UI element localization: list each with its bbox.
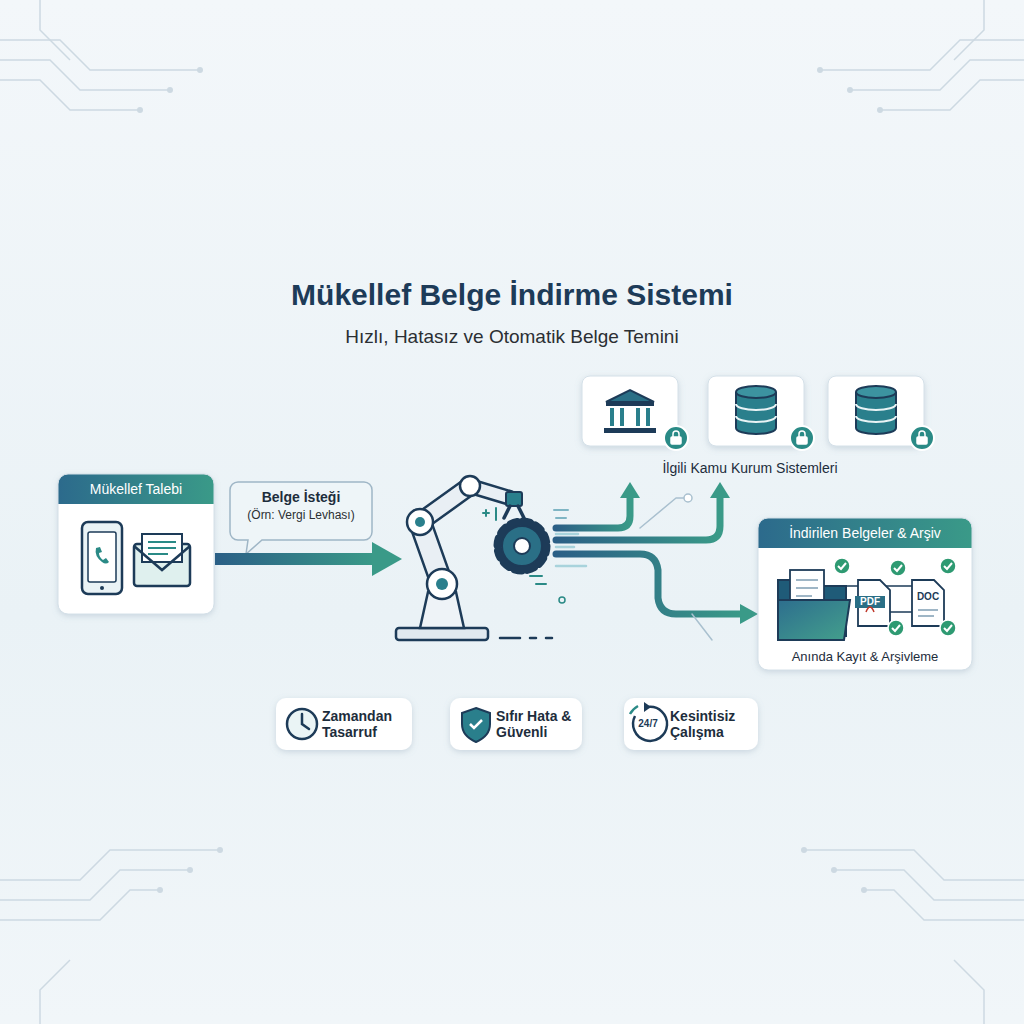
- file-type: DOC: [913, 591, 943, 603]
- archive-box: İndirilen Belgeler & ArşivAnında Kayıt &…: [758, 518, 972, 670]
- robot-arm: [396, 476, 568, 640]
- box-header: Mükellef Talebi: [64, 481, 208, 498]
- icon-label: 24/7: [630, 718, 666, 730]
- feature-pill: Zamandan Tasarruf: [276, 698, 412, 750]
- public-systems: [582, 376, 934, 450]
- feature-text: Kesintisiz Çalışma: [670, 708, 754, 740]
- feature-pills: [276, 698, 758, 750]
- box-caption: Anında Kayıt & Arşivleme: [764, 649, 966, 665]
- speech-bubble: Belge İsteği (Örn: Vergi Levhası): [230, 482, 372, 540]
- bubble-title: Belge İsteği: [234, 489, 368, 506]
- speech-bubble: [230, 482, 372, 554]
- group-label: İlgili Kamu Kurum Sistemleri: [600, 460, 900, 477]
- request-box: Mükellef Talebi: [58, 474, 214, 614]
- diagram-caption: Hızlı, Hatasız ve Otomatik Belge Temini: [0, 326, 1024, 348]
- input-arrow: [215, 542, 402, 576]
- request-box: [58, 474, 214, 614]
- box-header: İndirilen Belgeler & Arşiv: [764, 525, 966, 542]
- feature-text: Sıfır Hata & Güvenli: [496, 708, 578, 740]
- output-flows: [556, 496, 742, 640]
- feature-text: Zamandan Tasarruf: [322, 708, 406, 740]
- file-type: PDF: [855, 596, 885, 608]
- bubble-note: (Örn: Vergi Levhası): [234, 508, 368, 522]
- archive-box: [758, 518, 972, 670]
- diagram-title: Mükellef Belge İndirme Sistemi: [0, 278, 1024, 312]
- feature-pill: Sıfır Hata & Güvenli: [450, 698, 582, 750]
